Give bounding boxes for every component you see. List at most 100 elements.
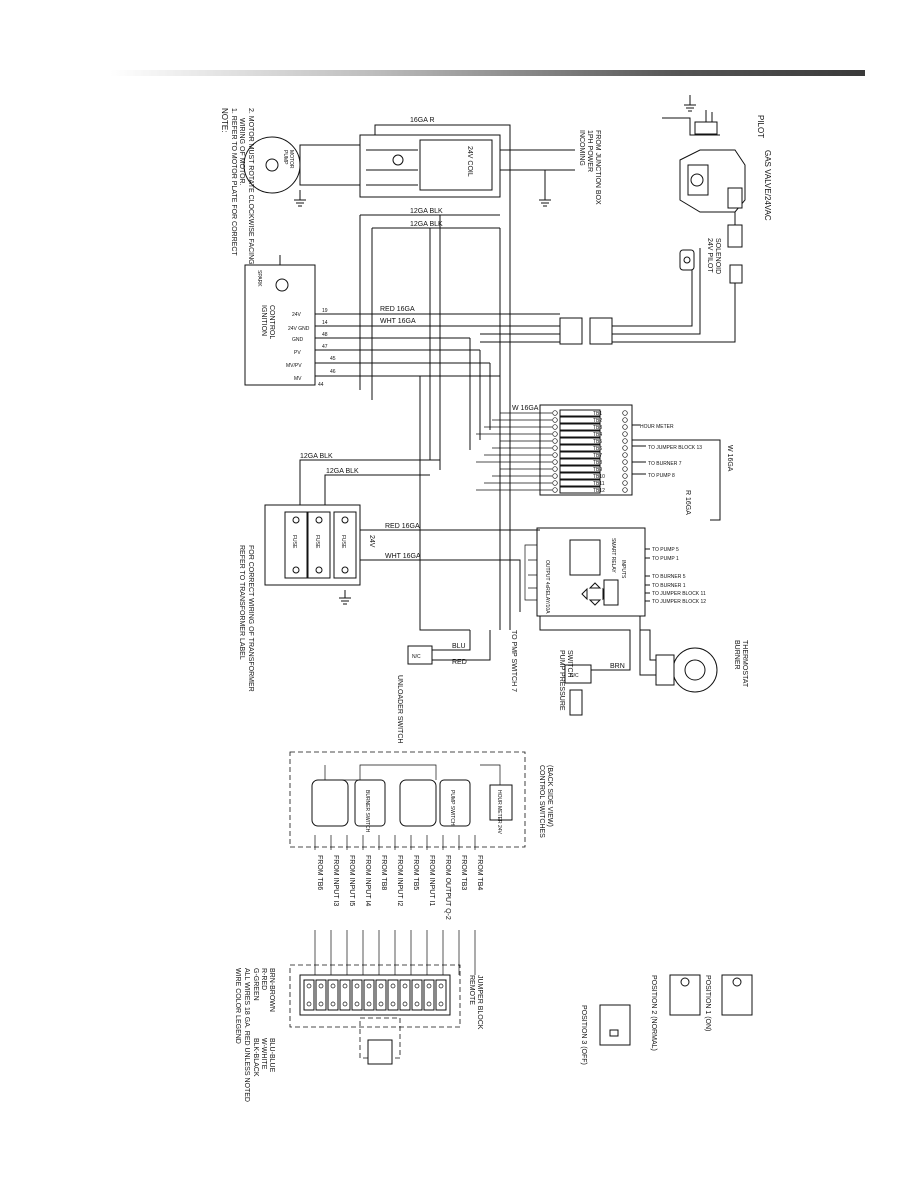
jumper-plug <box>367 1039 393 1065</box>
wire-num-44: 44 <box>318 382 324 388</box>
wire-blk-12b: 12GA BLK <box>410 221 443 228</box>
motor-label-2: MOTOR <box>288 150 294 169</box>
relay-destinations: TO PUMP 5 TO PUMP 1 TO BURNER 5 TO BURNE… <box>652 547 706 605</box>
tb-row <box>559 430 601 438</box>
gas-valve-knob-icon <box>690 173 704 187</box>
position-2-label: POSITION 2 (NORMAL) <box>650 975 657 1051</box>
connector-b <box>589 317 613 345</box>
from-label: FROM OUTPUT Q-2 <box>444 855 451 920</box>
wire-wht-16-a: WHT 16GA <box>380 318 416 325</box>
unloader-switch: N/C BLU RED UNLOADER SWITCH <box>396 630 491 743</box>
wire-num-19: 19 <box>322 308 328 314</box>
pilot-label: PILOT <box>756 115 765 138</box>
from-label: FROM INPUT I3 <box>332 855 339 906</box>
terminal-screw-icon <box>622 480 628 486</box>
pilot-assembly: PILOT <box>662 95 765 138</box>
wire-w-16: W 16GA <box>512 405 539 412</box>
relay-key <box>603 579 619 606</box>
tb-label: TB1 <box>593 411 602 417</box>
position-2-diagram <box>669 974 701 1016</box>
contactor: 24V COIL INCOMING 1PH POWER FROM JUNCTIO… <box>359 117 601 207</box>
terminal-screw-icon <box>402 1001 408 1007</box>
terminal-screw-icon <box>354 1001 360 1007</box>
ignition-body <box>244 264 316 386</box>
terminal-screw-icon <box>622 466 628 472</box>
tb-label: TB10 <box>593 474 605 480</box>
from-label-text: FROM INPUT I2 <box>396 855 403 906</box>
burner-switch <box>354 779 386 827</box>
terminal-screw-icon <box>390 983 396 989</box>
tb-row <box>559 458 601 466</box>
jumper-cell <box>315 979 327 1011</box>
incoming-label-1: INCOMING <box>578 130 585 166</box>
wire-r-16-b: R 16GA <box>684 490 691 515</box>
legend-red: R-RED <box>260 968 267 990</box>
transformer-note-1: REFER TO TRANSFORMER LABEL <box>238 545 245 660</box>
wire-blk-12-c: 12GA BLK <box>300 453 333 460</box>
control-switches-sub: (BACK SIDE VIEW) <box>546 765 553 827</box>
solenoid-connector <box>729 264 743 284</box>
wire-num-48: 48 <box>322 332 328 338</box>
gas-valve-terminal <box>727 187 743 209</box>
thermostat-terminal <box>655 654 675 686</box>
ground-icon <box>294 190 306 207</box>
transformer-primary-wires <box>299 459 440 505</box>
terminal-screw-icon <box>622 417 628 423</box>
relay-dest-1: TO PUMP 5 <box>652 547 679 553</box>
jumper-block-title-1: REMOTE <box>468 975 475 1005</box>
legend-sub: ALL WIRES 18 GA. RED UNLESS NOTED <box>243 968 250 1102</box>
jumper-cell <box>423 979 435 1011</box>
blk-12ga-top <box>360 214 500 229</box>
burner-switch-rocker <box>311 779 349 827</box>
ground-icon <box>539 199 551 207</box>
from-label-text: FROM INPUT I5 <box>348 855 355 906</box>
legend-title: WIRE COLOR LEGEND <box>234 968 241 1044</box>
transformer-secondary-wires <box>360 529 540 612</box>
solenoid-icon <box>683 256 691 264</box>
wire-num-45: 45 <box>330 356 336 362</box>
wire-brn: BRN <box>610 663 625 670</box>
ignition-label-1: IGNITION <box>260 305 267 336</box>
wire-w-16-b: W 16GA <box>726 445 733 472</box>
tb-label: TB12 <box>593 488 605 494</box>
tb-row <box>559 465 601 473</box>
terminal-screw-icon <box>292 516 300 524</box>
terminal-screw-icon <box>366 983 372 989</box>
pressure-switch-label-2: SWITCH <box>566 650 573 678</box>
terminal-screw-icon <box>414 983 420 989</box>
burner-switch-label: BURNER SWITCH <box>364 790 370 833</box>
jumper-cell <box>375 979 387 1011</box>
control-switches-frame <box>289 751 526 848</box>
from-label-text: FROM TB6 <box>316 855 323 890</box>
from-label-text: FROM OUTPUT Q-2 <box>444 855 451 920</box>
notes-line1b: WIRING OF MOTOR. <box>238 118 245 186</box>
jumper-cell <box>411 979 423 1011</box>
terminal-screw-icon <box>315 516 323 524</box>
relay-inputs: INPUTS <box>620 560 626 579</box>
motor-label-1: PUMP <box>282 150 288 165</box>
wire-red-16-a: RED 16GA <box>380 306 415 313</box>
terminal-screw-icon <box>622 473 628 479</box>
terminal-block: TB1TB2TB3TB4TB5TB6TB7TB8TB9TB10TB11TB12 … <box>476 404 733 521</box>
pump-switch-label: PUMP SWITCH <box>449 790 455 826</box>
position-3-icon <box>609 1029 619 1037</box>
pilot-harness-left <box>480 325 560 343</box>
pilot-harness-right <box>612 248 736 343</box>
jumper-cell <box>363 979 375 1011</box>
tb-label: TB4 <box>593 432 602 438</box>
coil-label: 24V COIL <box>466 146 473 177</box>
gas-valve-label: GAS VALVE/24VAC <box>763 150 772 221</box>
from-label: FROM TB8 <box>380 855 387 890</box>
smart-relay: SMART RELAY OUTPUT 4xRELAY/10A INPUTS TO… <box>524 527 706 617</box>
terminal-screw-icon <box>342 1001 348 1007</box>
from-label-text: FROM INPUT I1 <box>428 855 435 906</box>
notes-line2: 2. MOTOR MUST ROTATE CLOCKWISE FACING SH… <box>247 108 254 290</box>
burner-thermostat: BURNER THERMOSTAT <box>639 616 748 693</box>
from-label: FROM INPUT I5 <box>348 855 355 906</box>
incoming-label-2: 1PH POWER <box>586 130 593 172</box>
switch-positions: POSITION 1 (ON) POSITION 2 (NORMAL) POSI… <box>580 974 753 1065</box>
pump-switch-rocker <box>399 779 437 827</box>
pilot-head <box>694 121 718 135</box>
relay-dest-6: TO JUMPER BLOCK 12 <box>652 599 706 605</box>
gas-valve-connector <box>727 224 743 248</box>
